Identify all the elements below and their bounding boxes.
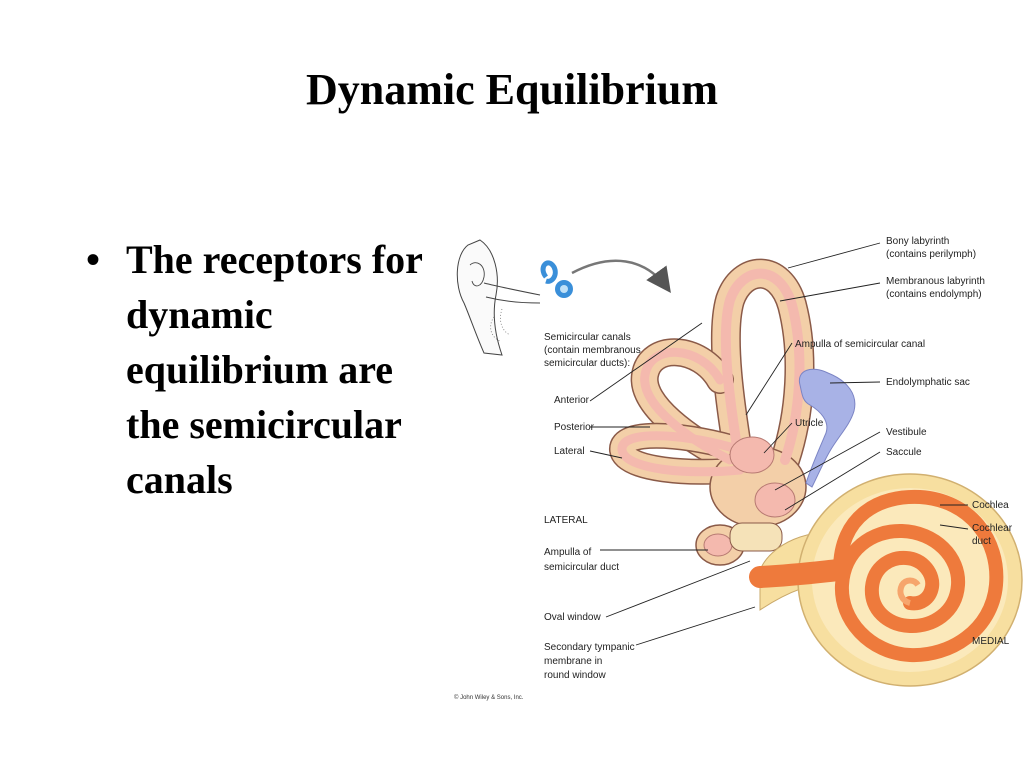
cochlea — [749, 473, 1023, 687]
label-medial-direction: MEDIAL — [972, 636, 1010, 647]
bullet-item: • The receptors for dynamic equilibrium … — [84, 232, 444, 507]
label-cochlea: Cochlea — [972, 500, 1009, 511]
diagram-labels: Bony labyrinth (contains perilymph) Memb… — [454, 236, 1013, 701]
label-posterior: Posterior — [554, 422, 595, 433]
svg-text:round window: round window — [544, 670, 606, 681]
label-anterior: Anterior — [554, 395, 590, 406]
cochlear-duct — [749, 489, 1004, 663]
copyright-notice: © John Wiley & Sons, Inc. — [454, 694, 524, 701]
oval-window-shape — [729, 522, 783, 552]
leader-lines — [589, 242, 969, 646]
svg-text:(contains perilymph): (contains perilymph) — [886, 249, 976, 260]
label-ampulla-canal: Ampulla of semicircular canal — [795, 339, 925, 350]
label-ampulla-duct: Ampulla of — [544, 547, 591, 558]
membranous-labyrinth — [617, 268, 805, 557]
bony-labyrinth — [609, 258, 815, 566]
svg-text:semicircular duct: semicircular duct — [544, 562, 619, 573]
endolymphatic-sac — [798, 368, 856, 488]
inset-ear-illustration — [456, 239, 573, 356]
slide-title: Dynamic Equilibrium — [306, 65, 718, 114]
label-semicircular-canals: Semicircular canals — [544, 332, 631, 343]
label-oval-window: Oval window — [544, 612, 601, 623]
inset-semicircular-canals — [540, 260, 558, 284]
svg-text:duct: duct — [972, 536, 991, 547]
bullet-list: • The receptors for dynamic equilibrium … — [84, 232, 444, 507]
svg-text:(contains endolymph): (contains endolymph) — [886, 289, 982, 300]
label-secondary-tympanic: Secondary tympanic — [544, 642, 635, 653]
inner-ear-diagram: Bony labyrinth (contains perilymph) Memb… — [454, 236, 1023, 701]
svg-text:(contain membranous: (contain membranous — [544, 345, 641, 356]
label-membranous-labyrinth: Membranous labyrinth — [886, 276, 985, 287]
label-vestibule: Vestibule — [886, 427, 927, 438]
label-saccule: Saccule — [886, 447, 922, 458]
ampulla-shape — [703, 533, 733, 557]
label-utricle: Utricle — [795, 418, 824, 429]
callout-arrow — [571, 259, 671, 294]
label-bony-labyrinth: Bony labyrinth — [886, 236, 949, 247]
label-endolymphatic-sac: Endolymphatic sac — [886, 377, 970, 388]
bullet-dot: • — [86, 237, 101, 282]
saccule-shape — [754, 482, 796, 518]
svg-text:membrane in: membrane in — [544, 656, 602, 667]
label-lateral-canal: Lateral — [554, 446, 585, 457]
bullet-text: The receptors for dynamic equilibrium ar… — [126, 237, 423, 502]
label-cochlear-duct: Cochlear — [972, 523, 1013, 534]
label-lateral-direction: LATERAL — [544, 515, 588, 526]
utricle-shape — [729, 436, 775, 474]
svg-text:semicircular ducts):: semicircular ducts): — [544, 358, 630, 369]
